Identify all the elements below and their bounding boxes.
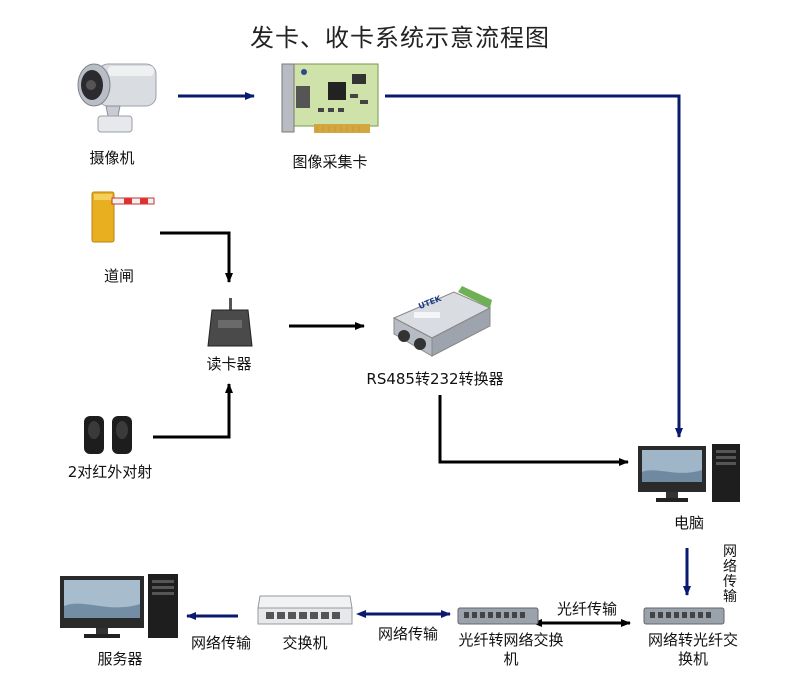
capture-card-label: 图像采集卡	[292, 153, 368, 171]
server-icon	[60, 574, 178, 638]
arrow-gate-to-reader	[160, 231, 233, 283]
arrow-infrared-to-reader	[153, 383, 233, 439]
edge-label-server: 网络传输	[190, 634, 252, 652]
fiber-net-switch-label: 光纤转网络交换机	[458, 631, 564, 668]
computer-label: 电脑	[673, 514, 705, 532]
fiber-net-switch-icon	[457, 607, 539, 625]
infrared-label: 2对红外对射	[67, 463, 153, 481]
gate-label: 道闸	[103, 267, 135, 285]
card-reader-icon	[207, 298, 253, 347]
converter-icon	[392, 286, 492, 357]
arrow-card-to-computer	[385, 94, 683, 438]
camera-icon	[77, 63, 157, 133]
card-reader-label: 读卡器	[206, 355, 252, 373]
switch-label: 交换机	[282, 634, 328, 652]
edge-label-computer-switch: 网络传输	[723, 544, 737, 605]
converter-label: RS485转232转换器	[366, 370, 504, 388]
converter-device: UTEK	[384, 282, 496, 366]
net-fiber-switch-label: 网络转光纤交换机	[647, 631, 738, 668]
diagram-title: 发卡、收卡系统示意流程图	[250, 24, 550, 52]
arrow-converter-to-computer	[438, 395, 629, 466]
switch-icon	[257, 595, 353, 625]
infrared-icon	[84, 416, 132, 454]
gate-icon	[91, 191, 155, 243]
camera-label: 摄像机	[89, 149, 135, 167]
edge-label-switch: 网络传输	[377, 625, 439, 643]
net-fiber-switch-icon	[643, 607, 725, 625]
server-label: 服务器	[97, 650, 143, 668]
computer-icon	[638, 444, 740, 502]
capture-card-icon	[281, 63, 379, 133]
edge-label-fiber: 光纤传输	[556, 600, 618, 618]
